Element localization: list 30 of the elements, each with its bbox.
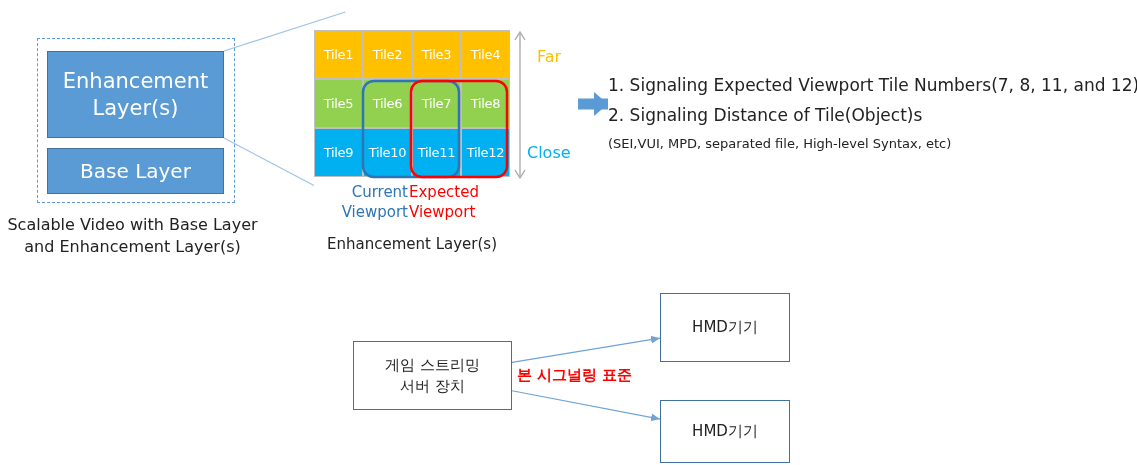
tile-cell: Tile9 [314,128,363,177]
viewport-label: Expected Viewport [409,182,480,222]
tile-cell: Tile2 [363,30,412,79]
close-label: Close [527,143,571,162]
tile-cell: Tile8 [461,79,510,128]
connector-line [223,11,346,52]
block-arrow [578,92,608,116]
grid-caption: Enhancement Layer(s) [326,235,498,253]
note-text: (SEI,VUI, MPD, separated file, High-level Syntax, etc) [608,135,953,153]
layer-box: Enhancement Layer(s) [47,51,224,138]
device-box: HMD기기 [660,293,790,362]
viewport-label: Current Viewport [340,182,408,222]
tile-cell: Tile4 [461,30,510,79]
device-box: 게임 스트리밍 서버 장치 [353,341,512,410]
tile-cell: Tile1 [314,30,363,79]
tile-cell: Tile12 [461,128,510,177]
layer-box: Base Layer [47,148,224,194]
list-item: 1. Signaling Expected Viewport Tile Numbers(7, 8, 11, and 12) [608,74,1137,97]
arrow [511,335,661,364]
group-caption: Scalable Video with Base Layer and Enhancement Layer(s) [6,214,259,258]
arrow [511,390,661,422]
device-box: HMD기기 [660,400,790,463]
tile-cell: Tile5 [314,79,363,128]
list-item: 2. Signaling Distance of Tile(Object)s [608,104,924,127]
tile-cell: Tile3 [412,30,461,79]
tile-cell: Tile11 [412,128,461,177]
far-label: Far [537,47,562,66]
standard-label: 본 시그널링 표준 [517,366,633,385]
connector-line [223,137,315,187]
tile-cell: Tile7 [412,79,461,128]
